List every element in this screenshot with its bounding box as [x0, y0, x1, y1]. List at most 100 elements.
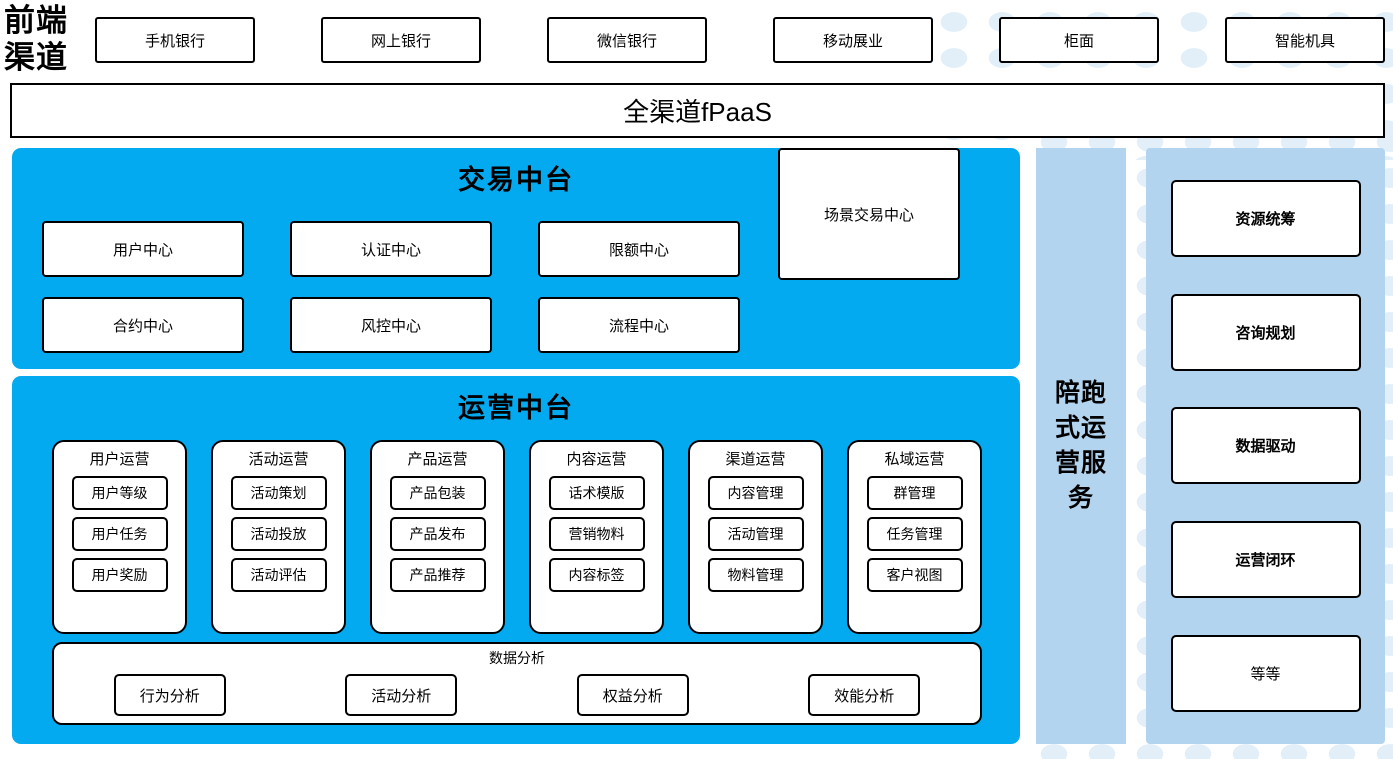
- service-capability-item[interactable]: 咨询规划: [1170, 293, 1361, 371]
- scene-trade-center-box[interactable]: 场景交易中心: [778, 148, 960, 280]
- ops-item-label: 用户等级: [91, 485, 148, 501]
- data-analysis-item-label: 活动分析: [371, 687, 432, 705]
- service-capability-panel: 资源统筹咨询规划数据驱动运营闭环等等: [1146, 148, 1385, 744]
- ops-group: 渠道运营内容管理活动管理物料管理: [688, 440, 823, 634]
- scene-trade-center-label: 场景交易中心: [823, 206, 914, 224]
- ops-item[interactable]: 产品发布: [389, 517, 486, 551]
- data-analysis-item[interactable]: 行为分析: [113, 674, 226, 716]
- ops-item[interactable]: 物料管理: [707, 558, 804, 592]
- ops-item[interactable]: 内容标签: [548, 558, 645, 592]
- service-capability-item-label: 运营闭环: [1235, 552, 1296, 570]
- service-capability-item-label: 数据驱动: [1235, 438, 1296, 456]
- channel-box[interactable]: 移动展业: [773, 17, 933, 63]
- ops-group-title: 渠道运营: [725, 451, 786, 468]
- ops-item-label: 物料管理: [727, 567, 784, 583]
- channel-box-label: 移动展业: [822, 32, 883, 50]
- fpaas-bar[interactable]: 全渠道fPaaS: [10, 83, 1385, 138]
- ops-item[interactable]: 产品推荐: [389, 558, 486, 592]
- data-analysis-items: 行为分析 活动分析 权益分析 效能分析: [54, 672, 980, 718]
- service-capability-item-label: 等等: [1250, 665, 1281, 683]
- ops-item-label: 内容标签: [568, 567, 625, 583]
- trade-center-box-label: 流程中心: [608, 317, 669, 335]
- front-end-channel-label: 前端 渠道: [4, 2, 90, 76]
- channel-box-label: 智能机具: [1274, 32, 1335, 50]
- ops-item-label: 话术模版: [568, 485, 625, 501]
- ops-item[interactable]: 活动策划: [230, 476, 327, 510]
- service-capability-item[interactable]: 资源统筹: [1170, 180, 1361, 258]
- ops-item[interactable]: 用户等级: [71, 476, 168, 510]
- channel-box[interactable]: 网上银行: [321, 17, 481, 63]
- ops-item-label: 营销物料: [568, 526, 625, 542]
- ops-item[interactable]: 活动评估: [230, 558, 327, 592]
- ops-item-label: 用户任务: [91, 526, 148, 542]
- trade-center-box[interactable]: 风控中心: [290, 297, 492, 353]
- front-end-channel-label-line1: 前端: [4, 3, 68, 38]
- front-end-channel-label-line2: 渠道: [4, 40, 68, 75]
- ops-item-label: 活动评估: [250, 567, 307, 583]
- channel-box-label: 柜面: [1063, 32, 1094, 50]
- ops-item[interactable]: 用户奖励: [71, 558, 168, 592]
- data-analysis-item-label: 行为分析: [139, 687, 200, 705]
- ops-item-label: 产品发布: [409, 526, 466, 542]
- data-analysis-item[interactable]: 权益分析: [576, 674, 689, 716]
- trade-center-box[interactable]: 合约中心: [42, 297, 244, 353]
- data-analysis-item[interactable]: 活动分析: [345, 674, 458, 716]
- ops-item[interactable]: 内容管理: [707, 476, 804, 510]
- ops-item[interactable]: 产品包装: [389, 476, 486, 510]
- ops-item-label: 产品包装: [409, 485, 466, 501]
- ops-group-title: 产品运营: [407, 451, 468, 468]
- ops-group: 用户运营用户等级用户任务用户奖励: [52, 440, 187, 634]
- channel-box[interactable]: 微信银行: [547, 17, 707, 63]
- trade-center-box-label: 合约中心: [112, 317, 173, 335]
- trade-center-box[interactable]: 用户中心: [42, 221, 244, 277]
- trade-center-grid: 用户中心 认证中心 限额中心合约中心 风控中心 流程中心: [42, 221, 990, 353]
- ops-center-title: 运营中台: [458, 393, 574, 423]
- channel-box[interactable]: 手机银行: [95, 17, 255, 63]
- ops-group: 私域运营群管理任务管理客户视图: [847, 440, 982, 634]
- trade-center-box[interactable]: 限额中心: [538, 221, 740, 277]
- trade-center-box[interactable]: 认证中心: [290, 221, 492, 277]
- trade-center-box[interactable]: 流程中心: [538, 297, 740, 353]
- accompanying-operation-service-column: 陪跑式运营服务: [1036, 148, 1126, 744]
- ops-item[interactable]: 用户任务: [71, 517, 168, 551]
- channel-box[interactable]: 智能机具: [1225, 17, 1385, 63]
- trade-center-box-label: 限额中心: [608, 241, 669, 259]
- data-analysis-item-label: 权益分析: [602, 687, 663, 705]
- ops-group-title: 活动运营: [248, 451, 309, 468]
- trade-center-panel: 交易中台 用户中心 认证中心 限额中心合约中心 风控中心 流程中心 场景交易中心: [12, 148, 1020, 369]
- ops-group-title: 用户运营: [89, 451, 150, 468]
- ops-item[interactable]: 活动管理: [707, 517, 804, 551]
- trade-center-box-label: 用户中心: [112, 241, 173, 259]
- service-capability-item[interactable]: 运营闭环: [1170, 521, 1361, 599]
- ops-item-label: 群管理: [893, 485, 936, 501]
- ops-group: 内容运营话术模版营销物料内容标签: [529, 440, 664, 634]
- ops-item[interactable]: 群管理: [866, 476, 963, 510]
- data-analysis-item[interactable]: 效能分析: [808, 674, 921, 716]
- channel-box-label: 微信银行: [596, 32, 657, 50]
- ops-item-label: 任务管理: [886, 526, 943, 542]
- ops-item[interactable]: 营销物料: [548, 517, 645, 551]
- service-capability-item-label: 咨询规划: [1235, 324, 1296, 342]
- trade-center-box-label: 认证中心: [360, 241, 421, 259]
- ops-item[interactable]: 活动投放: [230, 517, 327, 551]
- ops-item[interactable]: 客户视图: [866, 558, 963, 592]
- ops-item[interactable]: 话术模版: [548, 476, 645, 510]
- service-capability-item[interactable]: 等等: [1170, 634, 1361, 712]
- ops-group: 产品运营产品包装产品发布产品推荐: [370, 440, 505, 634]
- trade-center-title: 交易中台: [458, 165, 574, 195]
- data-analysis-item-label: 效能分析: [834, 687, 895, 705]
- fpaas-label: 全渠道fPaaS: [623, 97, 772, 127]
- channel-row: 手机银行 网上银行 微信银行 移动展业 柜面 智能机具: [95, 17, 1385, 63]
- service-capability-item[interactable]: 数据驱动: [1170, 407, 1361, 485]
- ops-group-title: 私域运营: [884, 451, 945, 468]
- channel-box[interactable]: 柜面: [999, 17, 1159, 63]
- channel-box-label: 手机银行: [144, 32, 205, 50]
- ops-item-label: 活动策划: [250, 485, 307, 501]
- ops-item-label: 用户奖励: [91, 567, 148, 583]
- trade-center-box-label: 风控中心: [360, 317, 421, 335]
- data-analysis-title: 数据分析: [489, 650, 545, 666]
- channel-box-label: 网上银行: [370, 32, 431, 50]
- ops-group-title: 内容运营: [566, 451, 627, 468]
- service-capability-item-label: 资源统筹: [1235, 211, 1296, 229]
- ops-item[interactable]: 任务管理: [866, 517, 963, 551]
